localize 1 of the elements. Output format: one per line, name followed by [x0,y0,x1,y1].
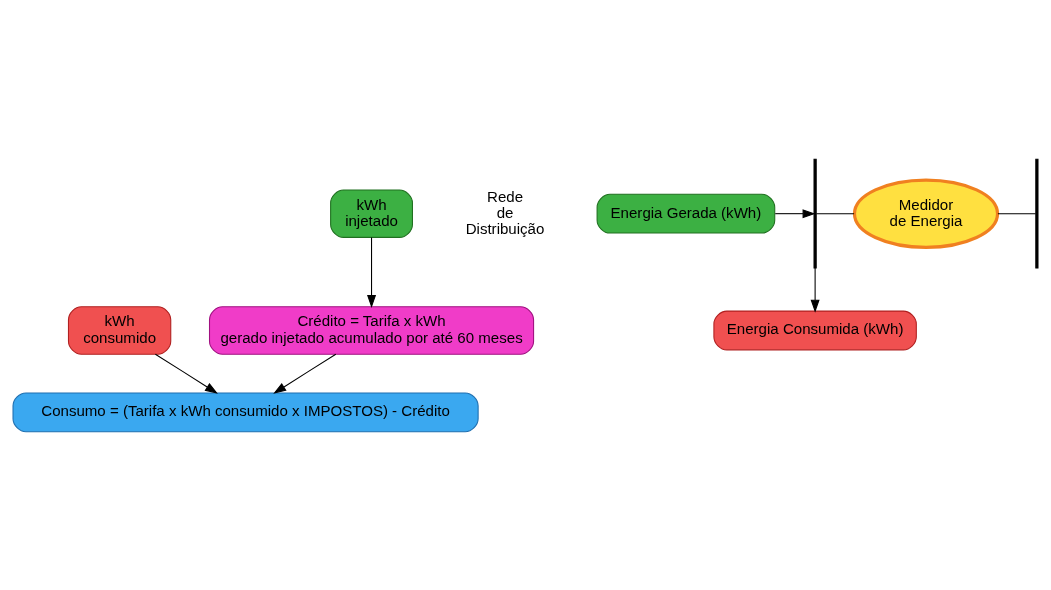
node-text: Rede de Distribuição [465,187,545,237]
